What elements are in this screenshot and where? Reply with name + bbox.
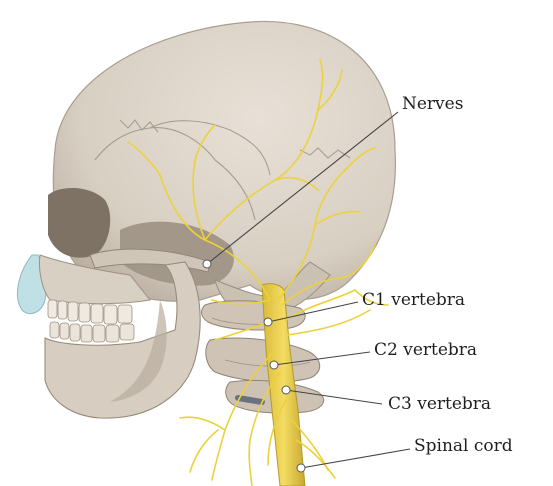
marker-nerves — [203, 260, 211, 268]
label-c2-vertebra: C2 vertebra — [374, 342, 477, 359]
label-c1-vertebra: C1 vertebra — [362, 292, 465, 309]
label-c3-vertebra: C3 vertebra — [388, 396, 491, 413]
orbit — [48, 188, 110, 258]
c2-vertebra-shape — [206, 338, 320, 382]
label-nerves: Nerves — [402, 96, 463, 113]
marker-c1 — [264, 318, 272, 326]
marker-spinal-cord — [297, 464, 305, 472]
marker-c2 — [270, 361, 278, 369]
label-spinal-cord: Spinal cord — [414, 438, 513, 455]
lower-teeth — [50, 322, 134, 342]
marker-c3 — [282, 386, 290, 394]
